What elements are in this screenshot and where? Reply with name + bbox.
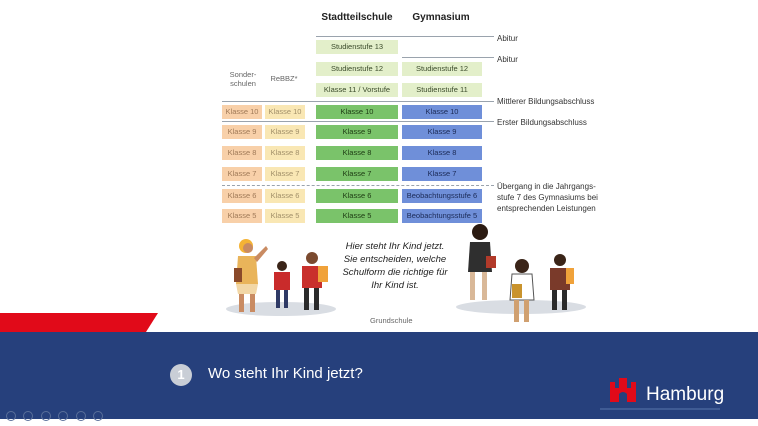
divider-mittlerer [222, 101, 494, 102]
gym-cell: Klasse 7 [402, 167, 482, 181]
sonder-cell: Klasse 8 [222, 146, 262, 160]
sonder-cell: Klasse 10 [222, 105, 262, 119]
annotation-abitur-1: Abitur [497, 34, 518, 43]
header-rebbz: ReBBZ* [270, 74, 298, 83]
red-accent-strip [0, 313, 158, 333]
header-stadtteilschule: Stadtteilschule [321, 12, 393, 23]
bottom-banner: 1 Wo steht Ihr Kind jetzt? Hamburg [0, 332, 758, 419]
rebbz-cell: Klasse 10 [265, 105, 305, 119]
children-left-illustration [234, 239, 328, 312]
nav-dot-icon[interactable] [75, 411, 86, 421]
rebbz-cell: Klasse 7 [265, 167, 305, 181]
nav-dot-icon[interactable] [23, 411, 34, 421]
slide-nav-controls[interactable] [6, 408, 104, 421]
divider-uebergang [222, 185, 494, 186]
gym-cell: Klasse 9 [402, 125, 482, 139]
nav-dot-icon[interactable] [6, 411, 16, 421]
annotation-abitur-2: Abitur [497, 55, 518, 64]
sonder-cell: Klasse 6 [222, 189, 262, 203]
sts-cell: Klasse 9 [316, 125, 398, 139]
sts-cell: Klasse 5 [316, 209, 398, 223]
annotation-mittlerer: Mittlerer Bildungsabschluss [497, 97, 595, 106]
header-gymnasium: Gymnasium [412, 12, 470, 23]
sts-cell: Klasse 7 [316, 167, 398, 181]
sonder-cell: Klasse 9 [222, 125, 262, 139]
sts-cell: Klasse 11 / Vorstufe [316, 83, 398, 97]
gym-cell: Studienstufe 11 [402, 83, 482, 97]
rebbz-cell: Klasse 8 [265, 146, 305, 160]
children-right-illustration [468, 224, 574, 322]
rebbz-cell: Klasse 5 [265, 209, 305, 223]
hamburg-castle-icon [610, 378, 636, 402]
nav-dot-icon[interactable] [93, 411, 104, 421]
header-sonderschulen: Sonder- schulen [229, 70, 257, 88]
annotation-uebergang: Übergang in die Jahrgangs- stufe 7 des G… [497, 182, 598, 213]
nav-dot-icon[interactable] [40, 411, 51, 421]
sts-cell: Klasse 8 [316, 146, 398, 160]
banner-underline [600, 408, 720, 410]
banner-title: Wo steht Ihr Kind jetzt? [208, 365, 363, 382]
grundschule-label: Grundschule [370, 316, 413, 325]
rebbz-cell: Klasse 6 [265, 189, 305, 203]
gym-cell: Beobachtungsstufe 6 [402, 189, 482, 203]
annotation-erster: Erster Bildungsabschluss [497, 118, 587, 127]
gym-cell: Studienstufe 12 [402, 62, 482, 76]
rebbz-cell: Klasse 9 [265, 125, 305, 139]
sts-cell: Studienstufe 12 [316, 62, 398, 76]
sonder-cell: Klasse 5 [222, 209, 262, 223]
sonder-cell: Klasse 7 [222, 167, 262, 181]
divider-abitur-1 [316, 36, 494, 37]
divider-erster [222, 121, 494, 122]
divider-abitur-2 [402, 57, 494, 58]
hamburg-wordmark: Hamburg [646, 384, 725, 405]
sts-cell: Klasse 10 [316, 105, 398, 119]
sts-cell: Klasse 6 [316, 189, 398, 203]
gym-cell: Klasse 8 [402, 146, 482, 160]
nav-dot-icon[interactable] [58, 411, 69, 421]
gym-cell: Beobachtungsstufe 5 [402, 209, 482, 223]
caption-text: Hier steht Ihr Kind jetzt. Sie entscheid… [342, 241, 448, 291]
step-number-badge: 1 [170, 364, 192, 386]
sts-cell: Studienstufe 13 [316, 40, 398, 54]
gym-cell: Klasse 10 [402, 105, 482, 119]
